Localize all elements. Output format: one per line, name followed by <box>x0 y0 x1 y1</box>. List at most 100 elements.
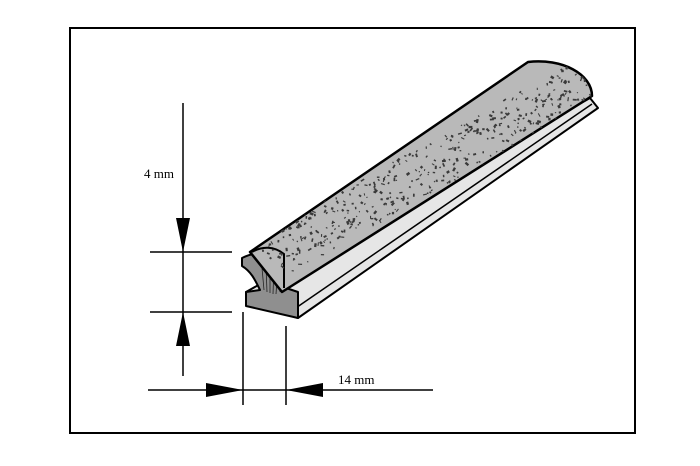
felt-speckle <box>349 193 351 196</box>
felt-speckle <box>291 252 295 255</box>
felt-speckle <box>341 208 345 212</box>
felt-speckle <box>277 239 280 243</box>
felt-speckle <box>391 211 395 215</box>
felt-speckle <box>268 243 272 246</box>
felt-speckle <box>335 197 337 200</box>
felt-speckle <box>538 93 541 97</box>
felt-speckle <box>333 246 335 250</box>
felt-speckle <box>389 196 392 199</box>
felt-speckle <box>450 134 454 138</box>
felt-speckle <box>500 117 503 120</box>
felt-speckle <box>378 219 382 224</box>
felt-speckle <box>309 231 313 236</box>
felt-speckle <box>479 131 482 136</box>
felt-speckle <box>562 79 567 84</box>
felt-speckle <box>463 124 466 127</box>
felt-speckle <box>531 99 534 101</box>
felt-speckle <box>576 98 580 102</box>
felt-speckle <box>475 131 479 135</box>
felt-speckle <box>446 170 450 174</box>
felt-speckle <box>532 122 535 125</box>
felt-speckle <box>460 124 463 127</box>
strip-base-edge <box>289 103 593 313</box>
felt-speckle <box>428 185 432 189</box>
felt-speckle <box>511 97 514 101</box>
felt-speckle <box>567 97 569 102</box>
felt-speckle <box>427 173 429 176</box>
felt-speckle <box>419 165 424 169</box>
felt-speckle <box>382 179 385 183</box>
felt-speckle <box>505 139 510 143</box>
felt-speckle <box>448 148 453 150</box>
felt-speckle <box>482 151 484 154</box>
felt-speckle <box>280 253 283 256</box>
felt-speckle <box>574 73 578 76</box>
felt-speckle <box>341 236 345 238</box>
felt-speckle <box>373 191 377 193</box>
felt-speckle <box>507 125 510 129</box>
felt-speckle <box>478 160 481 163</box>
felt-speckle <box>295 253 299 256</box>
felt-speckle <box>453 178 457 181</box>
felt-speckle <box>559 95 563 100</box>
felt-speckle <box>388 170 391 174</box>
felt-speckle <box>489 154 492 157</box>
felt-speckle <box>405 201 410 206</box>
felt-speckle <box>467 153 470 156</box>
felt-speckle <box>326 238 329 240</box>
arrow-right-icon <box>206 383 243 397</box>
felt-speckle <box>398 163 401 165</box>
felt-speckle <box>455 157 459 162</box>
felt-speckle <box>446 181 449 184</box>
felt-speckle <box>559 103 562 106</box>
felt-speckle <box>390 201 395 207</box>
felt-speckle <box>366 196 368 198</box>
felt-speckle <box>371 222 375 226</box>
felt-speckle <box>445 137 449 141</box>
felt-speckle <box>330 207 334 210</box>
felt-speckle <box>405 171 411 176</box>
felt-speckle <box>289 226 293 230</box>
felt-speckle <box>534 96 538 100</box>
felt-speckle <box>535 122 540 126</box>
felt-speckle <box>271 249 275 251</box>
felt-speckle <box>530 111 533 115</box>
felt-speckle <box>293 257 296 261</box>
felt-speckle <box>392 164 396 169</box>
felt-speckle <box>468 125 473 129</box>
felt-speckle <box>430 189 433 192</box>
felt-speckle <box>300 237 303 242</box>
height-label: 4 mm <box>144 166 174 181</box>
felt-speckle <box>553 89 556 91</box>
felt-speckle <box>371 205 374 208</box>
felt-speckle <box>320 234 323 237</box>
felt-speckle <box>442 174 445 178</box>
felt-speckle <box>305 215 308 219</box>
felt-speckle <box>516 108 520 111</box>
felt-speckle <box>395 197 399 200</box>
felt-speckle <box>467 130 470 134</box>
felt-speckle <box>514 131 517 134</box>
felt-speckle <box>519 139 523 142</box>
felt-speckle <box>303 222 306 226</box>
felt-speckle <box>535 105 539 109</box>
felt-speckle <box>453 175 456 178</box>
felt-speckle <box>547 96 549 98</box>
felt-speckle <box>368 183 372 186</box>
felt-speckle <box>564 92 567 95</box>
felt-speckle <box>386 213 389 216</box>
felt-speckle <box>463 157 466 159</box>
felt-speckle <box>277 255 282 260</box>
felt-speckle <box>314 243 317 248</box>
felt-speckle <box>285 227 287 230</box>
felt-speckle <box>335 200 339 205</box>
felt-speckle <box>492 129 496 133</box>
felt-speckle <box>406 197 409 200</box>
arrow-up-icon <box>176 312 190 346</box>
felt-speckle <box>332 221 336 224</box>
felt-speckle <box>319 240 323 245</box>
felt-speckle <box>510 133 514 137</box>
felt-speckle <box>396 160 400 163</box>
felt-speckle <box>360 178 365 182</box>
